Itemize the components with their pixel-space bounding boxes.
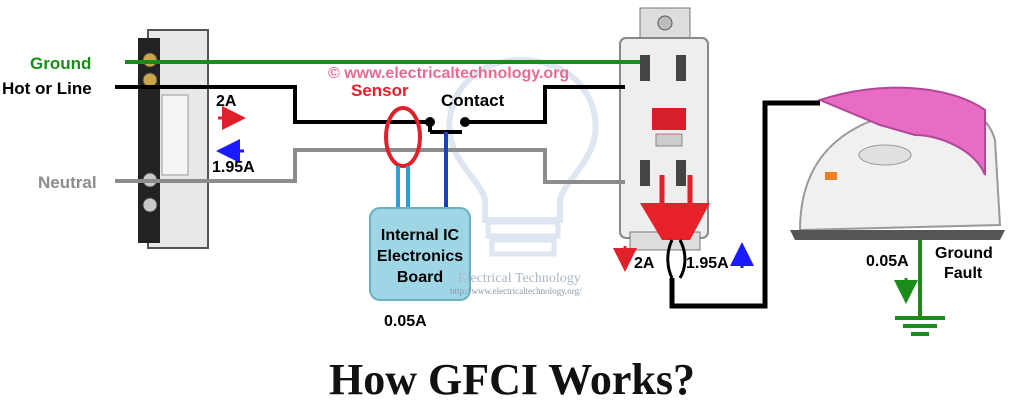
ic-board (369, 207, 471, 301)
hot-label: Hot or Line (2, 79, 92, 98)
earth-ground-icon (895, 316, 945, 336)
gfci-receptacle (619, 7, 709, 251)
lightbulb-watermark-icon (446, 56, 599, 257)
neutral-current-label: 1.95A (212, 159, 255, 176)
board-label-1: Internal IC (381, 227, 460, 244)
ground-fault-label-1: Ground (935, 245, 993, 262)
contact-label: Contact (441, 91, 505, 110)
plug-out-current-label: 2A (634, 255, 655, 272)
hot-wire (115, 85, 430, 124)
hot-wire-out (465, 85, 625, 124)
board-leak-label: 0.05A (384, 313, 427, 330)
iron-appliance-icon (790, 86, 1005, 240)
ground-label: Ground (30, 54, 91, 73)
page-title: How GFCI Works? (329, 355, 695, 404)
ground-fault-label-2: Fault (944, 265, 983, 282)
board-label-3: Board (397, 269, 443, 286)
watermark-copyright: © www.electricaltechnology.org (328, 65, 569, 82)
fault-current-label: 0.05A (866, 253, 909, 270)
hot-current-label: 2A (216, 93, 237, 110)
wall-switch (138, 29, 209, 249)
sensor-ring (384, 106, 422, 168)
watermark-url: http://www.electricaltechnology.org/ (450, 286, 582, 296)
watermark-brand: Electrical Technology (458, 271, 581, 286)
sensor-label: Sensor (351, 81, 409, 100)
neutral-label: Neutral (38, 173, 97, 192)
plug (640, 175, 710, 279)
iron-cord (669, 100, 820, 309)
board-label-2: Electronics (377, 248, 463, 265)
plug-return-current-label: 1.95A (686, 255, 729, 272)
